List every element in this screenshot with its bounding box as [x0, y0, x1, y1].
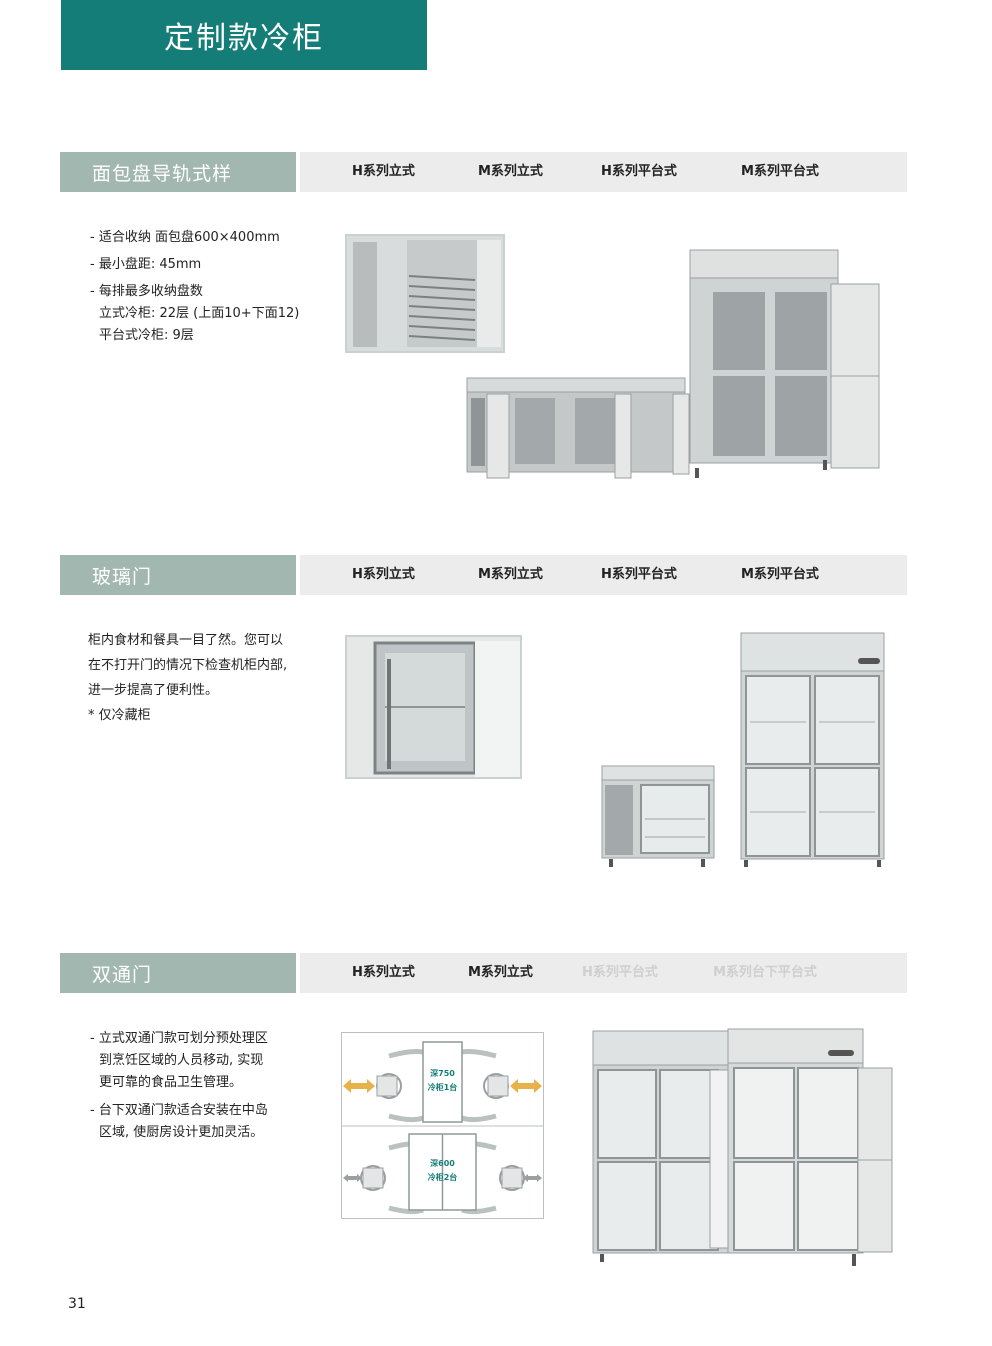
- series-tag: M系列平台式: [741, 567, 819, 582]
- pass-through-fridges-photo: [592, 1028, 895, 1268]
- diagram-count-label: 冷柜1台: [428, 1082, 458, 1092]
- text-line: 柜内食材和餐具一目了然。您可以: [88, 633, 284, 648]
- pass-through-layout-diagram: 深750 冷柜1台 深600 冷柜2台: [341, 1032, 544, 1219]
- series-bar-pass-through: H系列立式 M系列立式 H系列平台式 M系列台下平台式: [300, 953, 907, 993]
- bullet-line: 平台式冷柜: 9层: [99, 328, 194, 343]
- bullet-line: - 台下双通门款适合安装在中岛: [90, 1103, 268, 1118]
- glass-door-tall-fridge-photo: [740, 632, 885, 868]
- pass-through-description: - 立式双通门款可划分预处理区 到烹饪区域的人员移动, 实现 更可靠的食品卫生管…: [90, 1028, 330, 1144]
- glass-door-closeup-photo: [345, 635, 522, 779]
- series-tag: M系列立式: [468, 965, 533, 980]
- bullet-line: - 每排最多收纳盘数: [90, 284, 203, 299]
- bullet-line: 到烹饪区域的人员移动, 实现: [99, 1053, 264, 1068]
- series-tag: H系列平台式: [601, 164, 677, 179]
- diagram-depth-label: 深750: [430, 1068, 455, 1078]
- section-label-pass-through: 双通门: [60, 953, 296, 993]
- series-tag-unavailable: M系列台下平台式: [713, 965, 817, 980]
- series-tag: M系列立式: [478, 567, 543, 582]
- text-line: 进一步提高了便利性。: [88, 683, 219, 698]
- bullet-line: - 适合收纳 面包盘600×400mm: [90, 230, 280, 245]
- page-number: 31: [68, 1296, 86, 1312]
- series-bar-bread-tray: H系列立式 M系列立式 H系列平台式 M系列平台式: [300, 152, 907, 192]
- bread-tray-fridges-photo: [465, 248, 883, 486]
- series-tag: H系列立式: [352, 567, 415, 582]
- series-tag: H系列立式: [352, 965, 415, 980]
- text-line: * 仅冷藏柜: [88, 708, 151, 723]
- diagram-depth-label: 深600: [430, 1158, 455, 1168]
- series-tag: H系列平台式: [601, 567, 677, 582]
- bullet-line: 更可靠的食品卫生管理。: [99, 1075, 243, 1090]
- glass-door-counter-fridge-photo: [601, 765, 715, 868]
- series-tag: M系列立式: [478, 164, 543, 179]
- series-tag: M系列平台式: [741, 164, 819, 179]
- series-bar-glass-door: H系列立式 M系列立式 H系列平台式 M系列平台式: [300, 555, 907, 595]
- diagram-count-label: 冷柜2台: [428, 1172, 458, 1182]
- bullet-line: - 最小盘距: 45mm: [90, 257, 202, 272]
- bread-tray-description: - 适合收纳 面包盘600×400mm - 最小盘距: 45mm - 每排最多收…: [90, 227, 330, 347]
- section-label-glass-door: 玻璃门: [60, 555, 296, 595]
- bullet-line: 区域, 使厨房设计更加灵活。: [99, 1125, 264, 1140]
- bullet-line: - 立式双通门款可划分预处理区: [90, 1031, 268, 1046]
- section-label-bread-tray: 面包盘导轨式样: [60, 152, 296, 192]
- tray-rail-photo: [345, 234, 505, 353]
- bullet-line: 立式冷柜: 22层 (上面10+下面12): [99, 306, 300, 321]
- text-line: 在不打开门的情况下检查机柜内部,: [88, 658, 288, 673]
- glass-door-description: 柜内食材和餐具一目了然。您可以 在不打开门的情况下检查机柜内部, 进一步提高了便…: [88, 628, 338, 728]
- series-tag-unavailable: H系列平台式: [582, 965, 658, 980]
- series-tag: H系列立式: [352, 164, 415, 179]
- page-title: 定制款冷柜: [61, 0, 427, 70]
